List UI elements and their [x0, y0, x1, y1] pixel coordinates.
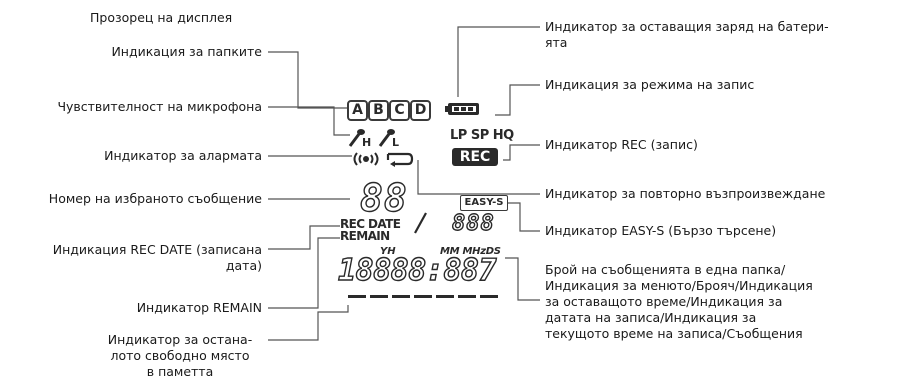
label-remain: Индикатор REMAIN: [136, 300, 262, 315]
mic-h-label: H: [362, 136, 372, 149]
label-battery-line1: Индикатор за оставащия заряд на батери-: [545, 19, 829, 34]
line-mic: [268, 106, 350, 136]
alarm-icon: [353, 152, 379, 166]
line-memory: [268, 305, 349, 341]
line-repeat: [417, 160, 540, 195]
battery-icon: [445, 103, 479, 115]
repeat-icon: [386, 152, 414, 167]
label-repeat: Индикатор за повторно възпроизвеждане: [545, 186, 826, 201]
label-folder: Индикация за папките: [111, 44, 262, 59]
label-memory-line2: лото свободно място: [110, 348, 250, 363]
label-easy-s: Индикатор EASY-S (Бързо търсене): [545, 223, 777, 238]
label-multi-line1: Брой на съобщенията в една папка/: [545, 262, 786, 277]
line-battery: [457, 26, 540, 97]
year-hour-label: YH: [380, 246, 396, 257]
folder-b-icon: B: [368, 100, 389, 121]
folder-c-icon: C: [389, 100, 410, 121]
label-mic-sensitivity: Чувствителност на микрофона: [57, 99, 262, 114]
label-alarm: Индикатор за алармата: [104, 148, 262, 163]
rec-mode-indicator: LP SP HQ: [450, 128, 514, 143]
rec-indicator: REC: [452, 148, 498, 166]
label-battery-line2: ята: [545, 35, 568, 50]
label-multi-line3: за оставащото време/Индикация за: [545, 294, 783, 309]
line-remain: [268, 237, 340, 309]
easy-s-indicator: EASY-S: [460, 195, 508, 211]
label-multi-line2: Индикация за менюто/Брояч/Индикация: [545, 278, 813, 293]
label-memory-line3: в паметта: [146, 364, 214, 379]
label-rec-date-line2: дата): [225, 258, 262, 273]
line-rec-date: [268, 225, 340, 250]
message-number-digits: 88: [359, 176, 408, 220]
line-folder: [268, 51, 347, 109]
separator-slash-icon: [414, 212, 427, 234]
label-rec-mode: Индикация за режима на запис: [545, 77, 755, 92]
folder-a-icon: A: [347, 100, 368, 121]
label-multi-line5: текущото време на записа/Съобщения: [545, 326, 803, 341]
line-rec: [503, 144, 540, 161]
display-heading: Прозорец на дисплея: [90, 10, 233, 25]
label-rec-date-line1: Индикация REC DATE (записана: [52, 242, 262, 257]
microphone-high-icon: [348, 129, 365, 147]
memory-bar-icon: [348, 295, 498, 298]
label-rec: Индикатор REC (запис): [545, 137, 698, 152]
line-multi: [505, 257, 540, 301]
remain-indicator: REMAIN: [340, 229, 390, 243]
line-rec-mode: [495, 84, 540, 116]
rec-date-indicator: REC DATE: [340, 217, 401, 231]
small-digits: 888: [451, 211, 495, 236]
month-minute-label: MM MHzDS: [440, 246, 501, 257]
main-digits: 18888:887: [337, 253, 497, 288]
microphone-low-icon: [378, 129, 395, 147]
label-memory-line1: Индикатор за остана-: [107, 332, 253, 347]
folder-d-icon: D: [410, 100, 431, 121]
label-multi-line4: датата на записа/Индикация за: [545, 310, 757, 325]
mic-l-label: L: [392, 136, 400, 149]
line-easy-s: [508, 202, 540, 232]
label-message-number: Номер на избраното съобщение: [48, 191, 262, 206]
